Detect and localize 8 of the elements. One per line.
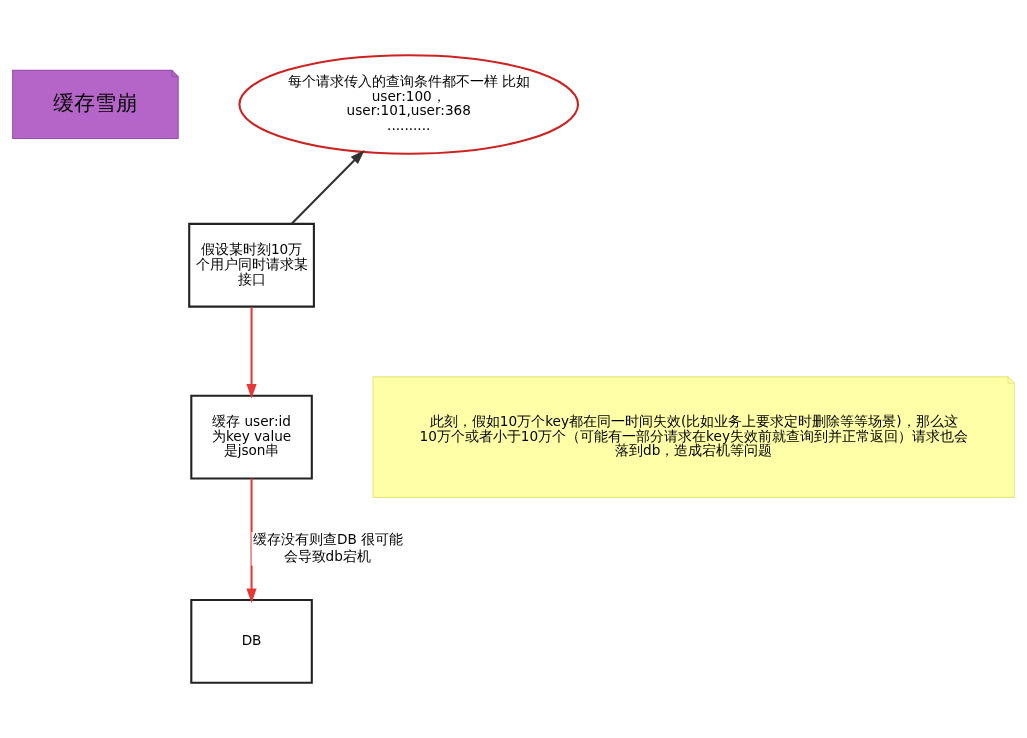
node-box: 缓存 user:id为key value是json串 xyxy=(190,394,313,480)
arrow xyxy=(246,306,257,399)
edge-label: 缓存没有则查DB 很可能会导致db宕机 xyxy=(253,530,404,564)
node-box: DB xyxy=(190,599,313,684)
arrow xyxy=(290,150,365,225)
node-ellipse: 每个请求传入的查询条件都不一样 比如 user:100，user:101,user:368 .......... xyxy=(238,54,580,155)
node-box: 假设某时刻10万个用户同时请求某接口 xyxy=(188,222,315,308)
arrow xyxy=(246,478,257,604)
